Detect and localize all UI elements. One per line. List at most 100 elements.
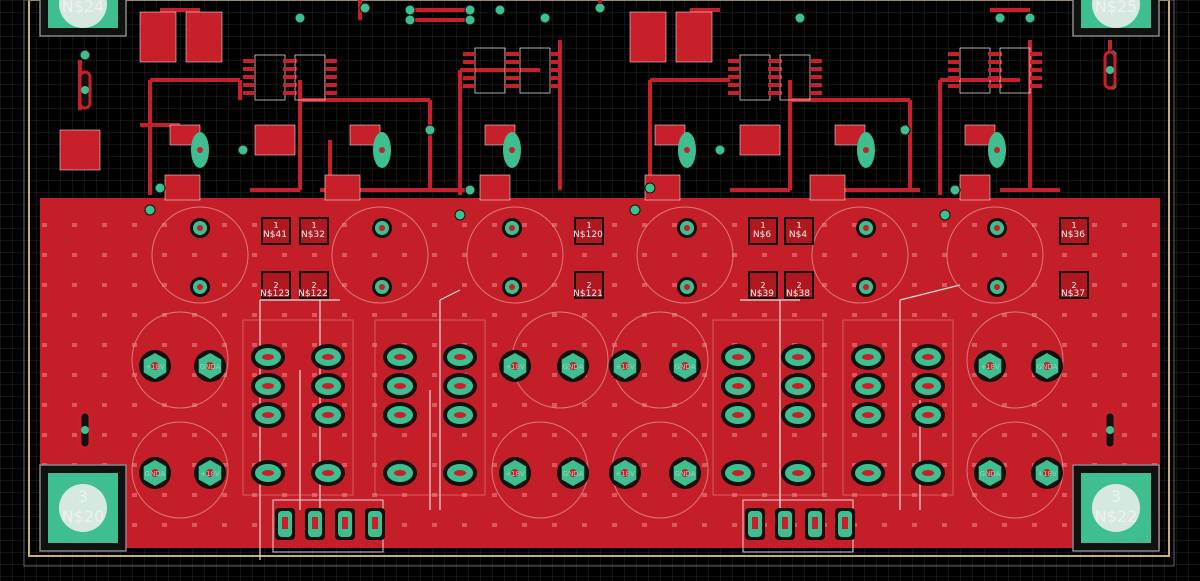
ic-pin xyxy=(728,59,740,63)
via-pad[interactable] xyxy=(144,204,156,216)
mounting-hole-mh-bl[interactable]: 3N$20 xyxy=(39,464,127,552)
smd-component[interactable] xyxy=(629,11,667,63)
net-pad-top[interactable] xyxy=(574,217,604,245)
net-pad-top[interactable] xyxy=(784,217,814,245)
smd-component[interactable] xyxy=(254,124,296,156)
via-pad[interactable] xyxy=(464,184,476,196)
pad-drill xyxy=(509,284,515,290)
pin-slot xyxy=(812,517,818,529)
power-pad-upper[interactable]: GNDA xyxy=(194,350,226,382)
mounting-hole-mh-tr[interactable]: N$25 xyxy=(1072,0,1160,37)
smd-component[interactable] xyxy=(675,11,713,63)
power-pad-upper[interactable]: +18V xyxy=(139,350,171,382)
ic-pin xyxy=(810,91,822,95)
via-pad[interactable] xyxy=(494,4,506,16)
via-pad[interactable] xyxy=(454,209,466,221)
net-label-bottom: N$121 xyxy=(573,289,603,299)
power-pad-lower[interactable]: +18V xyxy=(609,457,641,489)
ic-package[interactable] xyxy=(768,54,822,101)
power-pad-upper[interactable]: GNDA xyxy=(1031,350,1063,382)
ic-pin xyxy=(948,68,960,72)
via-pad[interactable] xyxy=(644,182,656,194)
ic-package[interactable] xyxy=(508,47,562,94)
smd-component[interactable] xyxy=(739,124,781,156)
pad-slot xyxy=(454,470,466,476)
connector-4pin[interactable] xyxy=(272,499,385,553)
via-pad[interactable] xyxy=(404,4,416,16)
power-pad-lower[interactable]: +18V xyxy=(1031,457,1063,489)
power-pad-upper[interactable]: GNDA xyxy=(669,350,701,382)
via-pad[interactable] xyxy=(794,12,806,24)
via-pad[interactable] xyxy=(994,12,1006,24)
smd-component[interactable] xyxy=(139,11,177,63)
ic-pin xyxy=(768,59,780,63)
via-pad[interactable] xyxy=(237,144,249,156)
net-label-bottom: N$37 xyxy=(1061,289,1085,299)
power-pad-lower[interactable]: GNDA xyxy=(669,457,701,489)
mounting-hole-mh-br[interactable]: 3N$22 xyxy=(1072,464,1160,552)
ic-pin xyxy=(243,75,255,79)
via-pad[interactable] xyxy=(629,204,641,216)
smd-component[interactable] xyxy=(164,174,201,201)
power-pad-lower[interactable]: GNDA xyxy=(557,457,589,489)
power-pad-lower[interactable]: +18V xyxy=(499,457,531,489)
ic-package[interactable] xyxy=(283,54,337,101)
via-pad[interactable] xyxy=(939,209,951,221)
silk-circle xyxy=(636,206,734,304)
power-pad-lower[interactable]: GNDA xyxy=(974,457,1006,489)
via-pad[interactable] xyxy=(539,12,551,24)
ic-pin xyxy=(948,52,960,56)
pin-number: 1 xyxy=(1071,221,1076,230)
ic-package[interactable] xyxy=(988,47,1042,94)
ic-pin xyxy=(948,76,960,80)
ic-pin xyxy=(988,60,1000,64)
power-pad-lower[interactable]: GNDA xyxy=(139,457,171,489)
ic-pin xyxy=(1030,76,1042,80)
smd-component[interactable] xyxy=(185,11,223,63)
power-pad-upper[interactable]: +18V xyxy=(974,350,1006,382)
via-pad[interactable] xyxy=(899,124,911,136)
net-pad-top[interactable] xyxy=(261,217,291,245)
mounting-hole-mh-tl[interactable]: N$24 xyxy=(39,0,127,37)
smd-component[interactable] xyxy=(324,174,361,201)
power-pad-lower[interactable]: +18V xyxy=(194,457,226,489)
via-pad[interactable] xyxy=(424,124,436,136)
net-pad-bottom[interactable] xyxy=(299,271,329,299)
connector-4pin[interactable] xyxy=(742,499,855,553)
net-pad-top[interactable] xyxy=(299,217,329,245)
via-pad[interactable] xyxy=(359,2,371,14)
ic-pin xyxy=(810,59,822,63)
power-pad-upper[interactable]: +18V xyxy=(609,350,641,382)
via-pad[interactable] xyxy=(79,49,91,61)
smd-component[interactable] xyxy=(809,174,846,201)
net-pad-bottom[interactable] xyxy=(261,271,291,299)
power-pad-upper[interactable]: +18V xyxy=(499,350,531,382)
smd-component[interactable] xyxy=(959,174,991,201)
via-pad[interactable] xyxy=(714,144,726,156)
power-pad-upper[interactable]: GNDA xyxy=(557,350,589,382)
pin-slot xyxy=(312,517,318,529)
net-pad-bottom[interactable] xyxy=(784,271,814,299)
via-pad[interactable] xyxy=(154,182,166,194)
net-pad-top[interactable] xyxy=(1059,217,1089,245)
ic-pin xyxy=(1030,52,1042,56)
via-pad[interactable] xyxy=(294,12,306,24)
via-pad[interactable] xyxy=(949,184,961,196)
via-pad[interactable] xyxy=(1024,12,1036,24)
via-pad[interactable] xyxy=(464,4,476,16)
ic-pin xyxy=(550,76,562,80)
net-pad-bottom[interactable] xyxy=(1059,271,1089,299)
pin-number: 2 xyxy=(760,281,765,290)
net-pad-bottom[interactable] xyxy=(748,271,778,299)
net-pad-bottom[interactable] xyxy=(574,271,604,299)
via-pad[interactable] xyxy=(594,2,606,14)
net-pad-top[interactable] xyxy=(748,217,778,245)
pad-drill xyxy=(206,362,214,370)
pad-slot xyxy=(322,412,334,418)
smd-component[interactable] xyxy=(59,129,101,171)
via-pad[interactable] xyxy=(464,14,476,26)
via-pad[interactable] xyxy=(404,14,416,26)
smd-component[interactable] xyxy=(479,174,511,201)
